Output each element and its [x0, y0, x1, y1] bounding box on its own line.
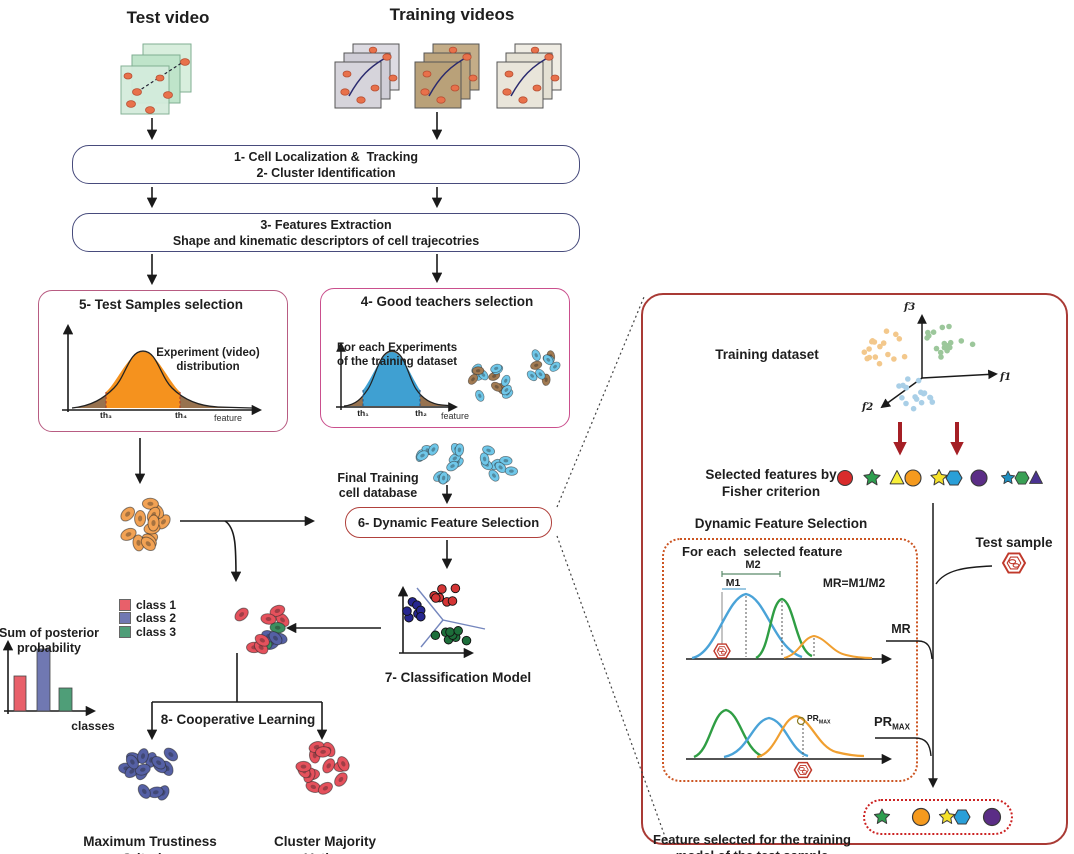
for-each-feature-dotted-box: [662, 538, 918, 782]
bar-class3: [58, 687, 73, 712]
final-training-cluster-1: [413, 441, 466, 486]
step3-box: 3- Features Extraction Shape and kinemat…: [72, 213, 580, 252]
prmax-label: PRMAX: [874, 714, 910, 732]
prmax-point-label: PRMAX: [807, 713, 831, 726]
step2-label: 2- Cluster Identification: [256, 165, 396, 180]
axis-f3-label: f3: [904, 302, 916, 313]
legend-item: class 2: [119, 611, 177, 626]
legend-swatch: [119, 612, 131, 625]
training-dataset-label: Training dataset: [715, 347, 819, 362]
max-trustiness-label: Maximum TrustinessCriterion: [83, 834, 217, 854]
classification-model-label: 7- Classification Model: [384, 670, 532, 685]
majority-voting-label: Cluster MajorityVoting: [273, 834, 377, 854]
box4-axis-label: feature: [440, 411, 470, 421]
classes-axis-label: classes: [71, 719, 115, 733]
legend-swatch: [119, 625, 131, 638]
axis-f1-label: f1: [1000, 372, 1012, 383]
selected-features-dotted-box: [863, 799, 1013, 835]
box4-th-left: th₁: [357, 408, 369, 418]
legend-label: class 3: [136, 624, 177, 639]
box5-annotation: Experiment (video)distribution: [156, 347, 260, 373]
box5-title: 5- Test Samples selection: [78, 297, 244, 312]
test-video-title: Test video: [126, 8, 210, 27]
for-each-label: For each selected feature: [682, 544, 843, 559]
step3-label: 3- Features Extraction: [260, 217, 392, 232]
majority-voting-cluster: [294, 739, 352, 798]
step3-sublabel: Shape and kinematic descriptors of cell …: [172, 233, 480, 248]
legend-label: class 2: [136, 611, 177, 626]
classified-mixed-cluster: [231, 602, 293, 657]
legend-label: class 1: [136, 597, 177, 612]
m1-label: M1: [725, 577, 741, 589]
training-video-frames: [334, 43, 562, 109]
legend-swatch: [119, 598, 131, 611]
dfs-title: Dynamic Feature Selection: [694, 516, 868, 531]
classification-model-plot: [397, 583, 486, 659]
cell-trajectory-dashed: [136, 61, 184, 93]
box5-th-right: th₄: [174, 410, 188, 420]
feature-selected-label: Feature selected for the trainingmodel o…: [653, 832, 851, 854]
dynamic-feature-selection-box: 6- Dynamic Feature Selection: [345, 507, 552, 538]
test-video-frames: [120, 43, 192, 115]
box4-title: 4- Good teachers selection: [360, 294, 534, 309]
axis-f2-label: f2: [862, 402, 874, 413]
mr-label: MR: [891, 622, 911, 636]
final-training-cluster-2: [478, 443, 519, 484]
m2-label: M2: [745, 559, 761, 571]
legend-item: class 3: [119, 625, 176, 639]
test-sample-label: Test sample: [975, 535, 1053, 550]
legend-item: class 1: [119, 598, 176, 612]
step1-label: 1- Cell Localization & Tracking: [233, 149, 419, 164]
box5-th-left: th₃: [100, 410, 112, 420]
test-sample-orange-cluster: [117, 497, 174, 554]
box4-th-right: th₂: [415, 408, 427, 418]
step6-label: 6- Dynamic Feature Selection: [357, 515, 540, 530]
cooperative-learning-label: 8- Cooperative Learning: [160, 712, 316, 727]
max-trustiness-cluster: [117, 745, 181, 803]
mr-equation-label: MR=M1/M2: [822, 576, 886, 590]
training-videos-title: Training videos: [389, 5, 515, 24]
step1-2-box: 1- Cell Localization & Tracking 2- Clust…: [72, 145, 580, 184]
box5-axis-label: feature: [213, 413, 243, 423]
